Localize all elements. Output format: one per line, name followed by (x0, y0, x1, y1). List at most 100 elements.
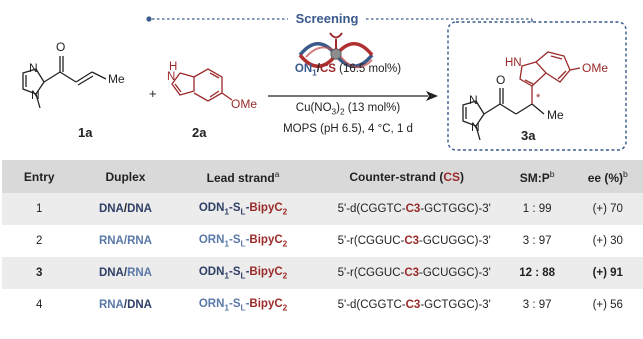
table-row: 2 RNA/RNA ORN1-SL-BipyC2 5'-r(CGGUC-C3-G… (2, 225, 643, 257)
catalyst-on-sub: 1 (312, 68, 317, 78)
cell-smp: 3 : 97 (522, 299, 552, 311)
lead-c: -S (229, 233, 241, 246)
cs-b: C3 (404, 267, 420, 279)
lead-e: - (245, 265, 250, 278)
duplex-b: DNA (127, 203, 152, 215)
cell-ee: (+) 70 (592, 203, 623, 215)
table-row: 1 DNA/DNA ODN1-SL-BipyC2 5'-d(CGGTC-C3-G… (2, 193, 643, 225)
product-box (447, 21, 627, 151)
lead-c: -S (229, 297, 241, 310)
cs-c: -GCUGGC)-3' (419, 235, 491, 247)
header-cs-b: CS (443, 169, 461, 184)
header-smp: SM:Pb (502, 160, 573, 193)
lead-a: ODN (198, 265, 225, 278)
duplex-a: RNA (98, 299, 124, 311)
catalyst-slash: / (316, 63, 320, 75)
lead-f: BipyC (249, 265, 283, 278)
header-lead-sup: a (274, 168, 280, 179)
cell-duplex: DNA/DNA (98, 203, 152, 215)
cell-entry: 1 (36, 203, 43, 215)
reagent-1a-nitrogen-bottom: N (31, 88, 40, 102)
table-row: 3 DNA/RNA ODN1-SL-BipyC2 5'-r(CGGUC-C3-G… (2, 257, 643, 289)
screening-start-dot (146, 16, 152, 22)
header-lead-strand: Lead stranda (175, 160, 312, 193)
screening-label: Screening (296, 11, 359, 26)
cell-smp: 3 : 97 (522, 235, 552, 247)
header-ee-sup: b (623, 168, 628, 179)
reagent-2a-label: 2a (192, 125, 207, 140)
lead-g: 2 (282, 239, 288, 249)
cs-a: 5'-d(CGGTC- (337, 299, 406, 311)
conditions-buffer: MOPS (pH 6.5), 4 °C, 1 d (283, 123, 413, 135)
product-methyl: Me (547, 108, 564, 122)
reagent-2a-structure (171, 68, 233, 102)
product-indole-nh: HN (505, 57, 522, 69)
results-table: Entry Duplex Lead stranda Counter-strand… (2, 160, 643, 321)
cs-c: -GCTGGC)-3' (420, 299, 491, 311)
lead-a: ODN (198, 201, 225, 214)
reagent-1a-structure (22, 56, 107, 109)
lead-b: 1 (224, 271, 230, 281)
copper-loading: (13 mol%) (344, 102, 401, 114)
cell-smp: 12 : 88 (519, 267, 556, 279)
lead-a: ORN (198, 233, 225, 246)
cs-b: C3 (404, 235, 420, 247)
lead-e: - (245, 297, 250, 310)
header-cs-a: Counter-strand ( (349, 169, 444, 184)
cs-a: 5'-d(CGGTC- (337, 203, 406, 215)
product-oxygen: O (496, 73, 505, 87)
lead-g: 2 (282, 207, 288, 217)
lead-d: L (240, 271, 246, 281)
reagent-1a-label: 1a (78, 125, 93, 140)
copper-sub-2: 2 (340, 107, 345, 117)
cell-ee: (+) 30 (592, 235, 623, 247)
lead-c: -S (229, 201, 241, 214)
header-ee: ee (%)b (573, 160, 643, 193)
cell-lead: ORN1-SL-BipyC2 (175, 289, 312, 321)
reagent-2a-methoxy: OMe (231, 97, 257, 111)
lead-b: 1 (224, 303, 230, 313)
reagent-1a-methyl: Me (108, 72, 125, 86)
duplex-a: RNA (98, 235, 124, 247)
header-entry: Entry (23, 169, 55, 184)
cell-ee: (+) 91 (592, 267, 623, 279)
cell-smp: 1 : 99 (522, 203, 552, 215)
lead-b: 1 (224, 207, 230, 217)
product-3a-structure (462, 51, 581, 141)
cell-entry: 3 (36, 267, 43, 279)
cell-entry: 4 (36, 299, 43, 311)
cell-lead: ODN1-SL-BipyC2 (175, 193, 312, 225)
header-lead-text: Lead strand (206, 170, 275, 185)
lead-e: - (245, 201, 250, 214)
reaction-arrow-head (426, 91, 438, 101)
cell-counter-strand: 5'-d(CGGTC-C3-GCTGGC)-3' (312, 193, 502, 225)
lead-d: L (240, 239, 246, 249)
cell-lead: ODN1-SL-BipyC2 (175, 257, 312, 289)
lead-g: 2 (282, 271, 288, 281)
lead-e: - (245, 233, 250, 246)
conditions-catalyst: ON1/CS (16.5 mol%) (268, 63, 428, 77)
product-nitrogen-bottom: N (471, 120, 480, 134)
lead-f: BipyC (249, 201, 283, 214)
conditions-copper: Cu(NO3)2 (13 mol%) (268, 102, 428, 116)
lead-d: L (240, 303, 246, 313)
cs-c: -GCUGGC)-3' (419, 267, 491, 279)
copper-sub-1: 3 (331, 107, 337, 117)
table-row: 4 RNA/DNA ORN1-SL-BipyC2 5'-d(CGGTC-C3-G… (2, 289, 643, 321)
cs-b: C3 (405, 299, 421, 311)
results-table-grid: Entry Duplex Lead stranda Counter-strand… (2, 160, 643, 321)
copper-salt: Cu(NO (295, 102, 332, 114)
product-3a-label: 3a (521, 128, 536, 143)
reagent-1a-oxygen: O (56, 40, 65, 54)
duplex-b: RNA (127, 267, 152, 279)
header-smp-sup: b (549, 168, 555, 179)
screening-bracket: Screening (146, 11, 533, 26)
lead-f: BipyC (249, 297, 283, 310)
catalyst-cs: CS (319, 63, 336, 75)
header-smp-text: SM:P (519, 170, 550, 185)
cell-counter-strand: 5'-r(CGGUC-C3-GCUGGC)-3' (312, 257, 502, 289)
cell-entry: 2 (36, 235, 43, 247)
duplex-b: DNA (127, 299, 152, 311)
product-nitrogen-top: N (469, 93, 478, 107)
product-methoxy: OMe (582, 61, 608, 75)
